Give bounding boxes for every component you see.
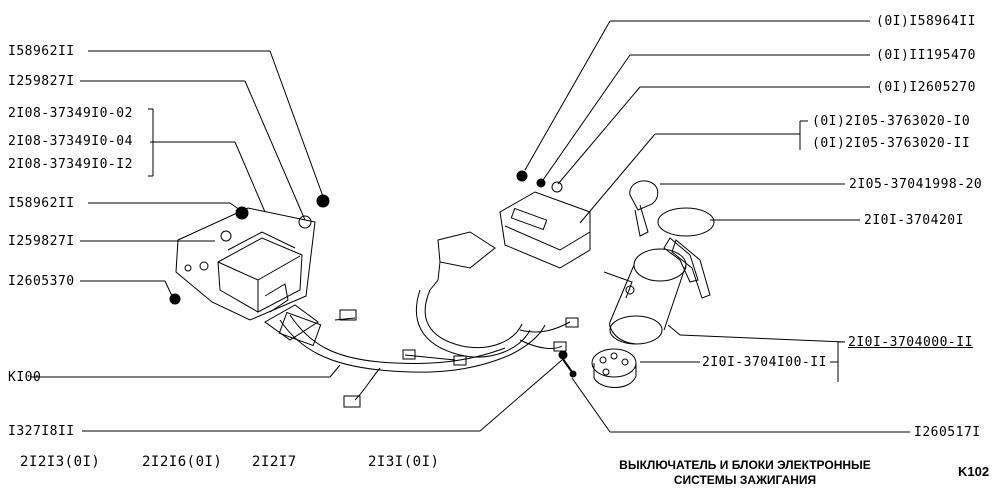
washer bbox=[298, 215, 312, 229]
mounting-bracket bbox=[175, 207, 316, 321]
part-label: 2I0I-3704000-II bbox=[848, 335, 973, 350]
page-code: K102 bbox=[958, 464, 990, 479]
model-code: 2I2I3(0I) bbox=[20, 454, 101, 470]
part-label: 2I08-37349I0-02 bbox=[8, 106, 133, 121]
contact-group bbox=[591, 348, 637, 388]
nut bbox=[235, 206, 249, 220]
part-label: I259827I bbox=[8, 234, 75, 249]
nut bbox=[316, 194, 330, 208]
diagram-title: ВЫКЛЮЧАТЕЛЬ И БЛОКИ ЭЛЕКТРОННЫЕ СИСТЕМЫ … bbox=[600, 458, 890, 488]
part-label: (0I)2I05-3763020-II bbox=[812, 136, 971, 151]
part-label: I2605370 bbox=[8, 274, 75, 289]
ignition-module bbox=[217, 231, 303, 313]
nut bbox=[169, 293, 181, 305]
key bbox=[629, 180, 659, 237]
title-line-1: ВЫКЛЮЧАТЕЛЬ И БЛОКИ ЭЛЕКТРОННЫЕ bbox=[619, 458, 871, 472]
part-label: KI00 bbox=[8, 370, 42, 385]
title-line-2: СИСТЕМЫ ЗАЖИГАНИЯ bbox=[673, 473, 817, 487]
part-label: 2I0I-3704I00-II bbox=[702, 355, 827, 370]
part-label: 2I0I-370420I bbox=[864, 213, 964, 228]
part-label: I58962II bbox=[8, 196, 75, 211]
part-label: I259827I bbox=[8, 74, 75, 89]
part-label: (0I)II195470 bbox=[876, 48, 976, 63]
model-code: 2I2I6(0I) bbox=[142, 454, 223, 470]
part-label: 2I08-37349I0-04 bbox=[8, 134, 133, 149]
wiring-harness bbox=[264, 231, 579, 408]
ignition-lock bbox=[603, 248, 687, 345]
model-code: 2I2I7 bbox=[252, 454, 297, 470]
part-label: I327I8II bbox=[8, 424, 75, 439]
part-label: (0I)I58964II bbox=[876, 14, 976, 29]
washer bbox=[220, 230, 232, 242]
part-label: (0I)2I05-3763020-I0 bbox=[812, 114, 971, 129]
part-label: 2I08-37349I0-I2 bbox=[8, 157, 133, 172]
key-ring bbox=[657, 207, 715, 299]
switch-module bbox=[499, 170, 591, 269]
part-label: I58962II bbox=[8, 44, 75, 59]
model-code: 2I3I(0I) bbox=[368, 454, 440, 470]
part-label: 2I05-37041998-20 bbox=[849, 177, 983, 192]
part-label: I260517I bbox=[914, 425, 981, 440]
part-label: (0I)I2605270 bbox=[876, 80, 976, 95]
